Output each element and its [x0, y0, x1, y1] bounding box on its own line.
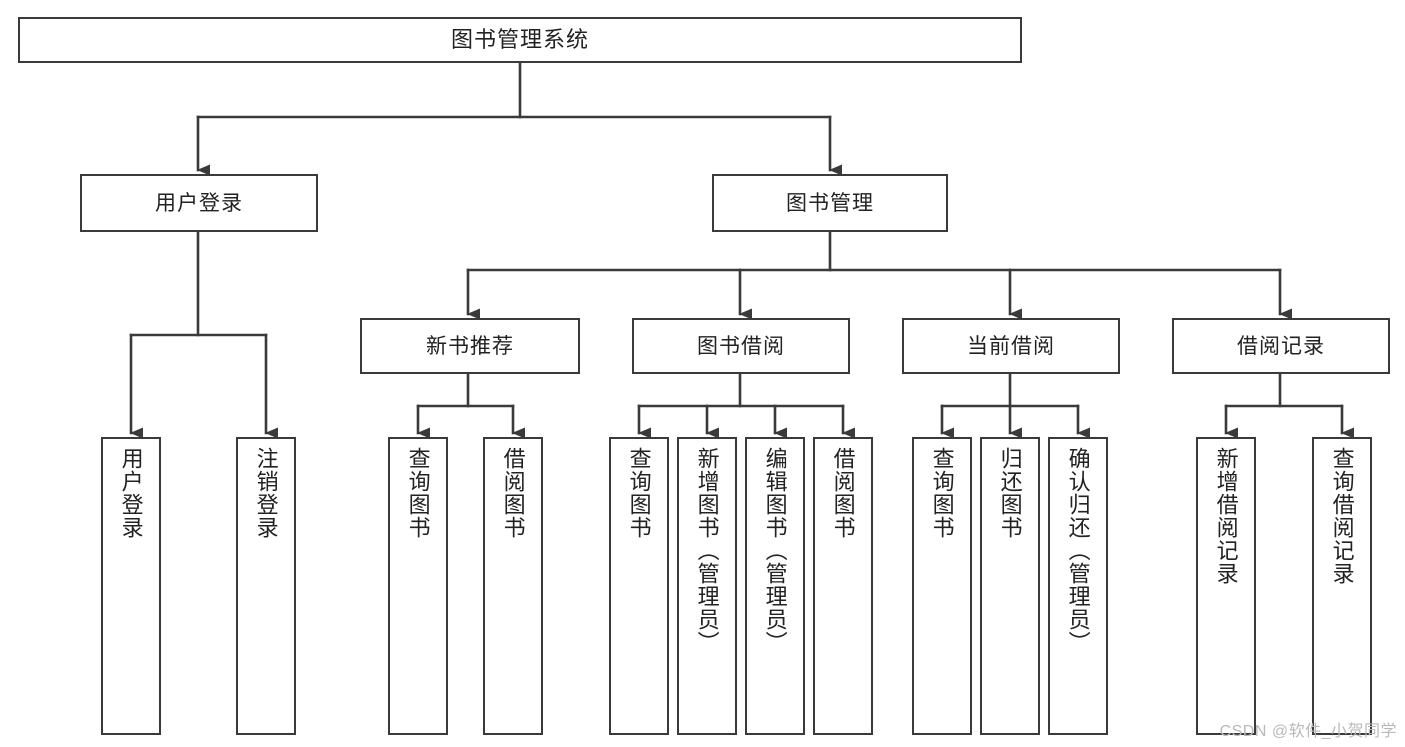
- leaf-user-login[interactable]: 用户登录: [101, 437, 161, 735]
- node-new-book-recommend[interactable]: 新书推荐: [360, 318, 580, 374]
- node-label: 新书推荐: [426, 334, 514, 358]
- csdn-watermark: CSDN @软件_小贺同学: [1219, 723, 1397, 740]
- leaf-query-book-borrow[interactable]: 查询图书: [609, 437, 669, 735]
- leaf-borrow-book-recommend[interactable]: 借阅图书: [483, 437, 543, 735]
- node-label: 编辑图书（管理员）: [762, 447, 788, 654]
- leaf-add-book-admin[interactable]: 新增图书（管理员）: [677, 437, 737, 735]
- node-label: 查询图书: [405, 447, 431, 539]
- node-label: 查询借阅记录: [1329, 447, 1355, 585]
- leaf-query-borrow-record[interactable]: 查询借阅记录: [1312, 437, 1372, 735]
- node-book-borrow[interactable]: 图书借阅: [632, 318, 850, 374]
- node-label: 归还图书: [997, 447, 1023, 539]
- node-label: 借阅记录: [1237, 334, 1325, 358]
- node-label: 新增借阅记录: [1213, 447, 1239, 585]
- leaf-edit-book-admin[interactable]: 编辑图书（管理员）: [745, 437, 805, 735]
- leaf-borrow-book[interactable]: 借阅图书: [813, 437, 873, 735]
- node-label: 查询图书: [626, 447, 652, 539]
- node-label: 图书管理: [786, 191, 874, 215]
- leaf-add-borrow-record[interactable]: 新增借阅记录: [1196, 437, 1256, 735]
- node-book-management[interactable]: 图书管理: [712, 174, 948, 232]
- node-borrow-record[interactable]: 借阅记录: [1172, 318, 1390, 374]
- node-user-login[interactable]: 用户登录: [80, 174, 318, 232]
- node-label: 新增图书（管理员）: [694, 447, 720, 654]
- node-label: 查询图书: [929, 447, 955, 539]
- node-root-system[interactable]: 图书管理系统: [18, 17, 1022, 63]
- node-current-borrow[interactable]: 当前借阅: [902, 318, 1120, 374]
- node-label: 借阅图书: [500, 447, 526, 539]
- leaf-query-book-current[interactable]: 查询图书: [912, 437, 972, 735]
- node-label: 确认归还（管理员）: [1065, 447, 1091, 654]
- leaf-user-logout[interactable]: 注销登录: [236, 437, 296, 735]
- node-label: 用户登录: [118, 447, 144, 539]
- leaf-return-book[interactable]: 归还图书: [980, 437, 1040, 735]
- node-label: 注销登录: [253, 447, 279, 539]
- node-label: 图书借阅: [697, 334, 785, 358]
- node-label: 借阅图书: [830, 447, 856, 539]
- leaf-query-book-recommend[interactable]: 查询图书: [388, 437, 448, 735]
- node-label: 用户登录: [155, 191, 243, 215]
- node-label: 图书管理系统: [450, 27, 589, 52]
- leaf-confirm-return-admin[interactable]: 确认归还（管理员）: [1048, 437, 1108, 735]
- node-label: 当前借阅: [967, 334, 1055, 358]
